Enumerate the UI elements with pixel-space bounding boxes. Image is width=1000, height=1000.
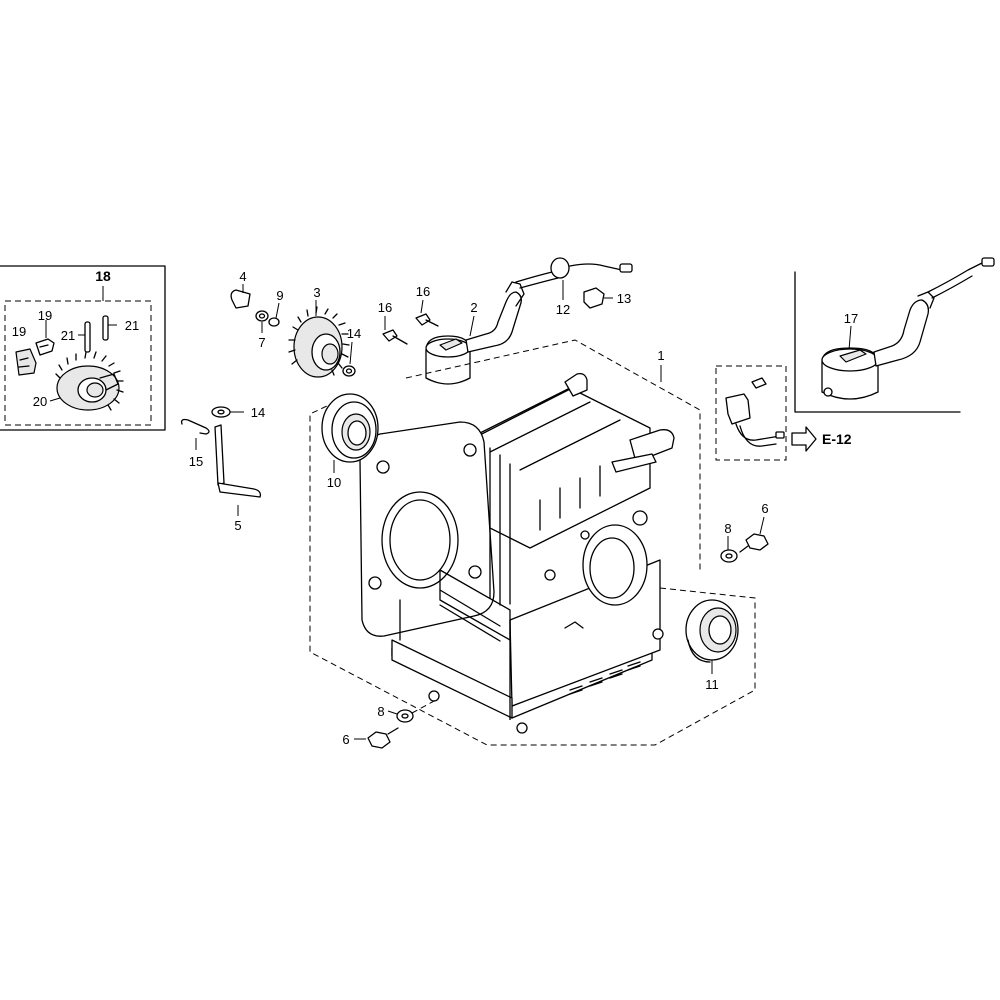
callout-11: 11 [705, 677, 719, 692]
callout-14-upper: 14 [347, 326, 361, 341]
washer-part-14-upper [342, 341, 356, 377]
oil-seal-part-11 [685, 599, 739, 674]
governor-gear-assembly [15, 315, 124, 411]
crankcase-frame-part-1 [309, 339, 756, 746]
callout-15: 15 [189, 454, 203, 469]
callout-3: 3 [313, 285, 320, 300]
ignition-harness-frame [715, 365, 787, 461]
callout-12: 12 [556, 302, 570, 317]
governor-arm-part-5 [214, 424, 262, 516]
callout-5: 5 [234, 518, 241, 533]
nut-part-13 [583, 287, 613, 309]
bolt-part-16-upper [415, 299, 439, 327]
clip-part-15 [180, 418, 210, 450]
arrow-to-e12 [791, 426, 817, 452]
cam-gear-part-3 [288, 300, 350, 378]
callout-14-lower: 14 [251, 405, 265, 420]
callout-16-lower: 16 [378, 300, 392, 315]
callout-1: 1 [657, 348, 664, 363]
ball-bearing-part-10 [321, 393, 379, 473]
callout-labels: 18 19 19 21 21 20 4 9 7 3 14 14 15 5 16 … [12, 268, 858, 747]
callout-19-upper: 19 [38, 308, 52, 323]
governor-subassembly-frame [0, 265, 166, 431]
callout-9: 9 [276, 288, 283, 303]
grommet-part-12 [550, 257, 633, 300]
reference-e12: E-12 [822, 431, 852, 447]
oil-level-switch-part-2 [425, 267, 567, 385]
bolt-part-16-lower [382, 316, 408, 345]
washer-part-14-lower [211, 406, 244, 418]
callout-6-right: 6 [761, 501, 768, 516]
washer-part-8-bottom [387, 699, 437, 723]
crankcase-body-part-1 [359, 372, 675, 734]
governor-arm-shaft-part-4 [230, 284, 251, 309]
callout-19-lower: 19 [12, 324, 26, 339]
oil-alert-subassembly-frame [794, 271, 961, 413]
oil-alert-unit-part-17 [821, 257, 995, 400]
callout-6-bottom: 6 [342, 732, 349, 747]
callout-7: 7 [258, 335, 265, 350]
callout-18: 18 [95, 268, 111, 284]
callout-17: 17 [844, 311, 858, 326]
callout-13: 13 [617, 291, 631, 306]
callout-20: 20 [33, 394, 47, 409]
bolt-part-6-bottom [354, 727, 399, 749]
ignition-harness [725, 377, 785, 447]
callout-16-upper: 16 [416, 284, 430, 299]
washer-part-7-9 [255, 302, 280, 333]
callout-21-left: 21 [61, 328, 75, 343]
callout-21-right: 21 [125, 318, 139, 333]
callout-10: 10 [327, 475, 341, 490]
bolt-part-6-right [739, 516, 769, 553]
callout-2: 2 [470, 300, 477, 315]
washer-part-8-right [720, 536, 738, 563]
callout-8-right: 8 [724, 521, 731, 536]
callout-4: 4 [239, 269, 246, 284]
callout-8-bottom: 8 [377, 704, 384, 719]
